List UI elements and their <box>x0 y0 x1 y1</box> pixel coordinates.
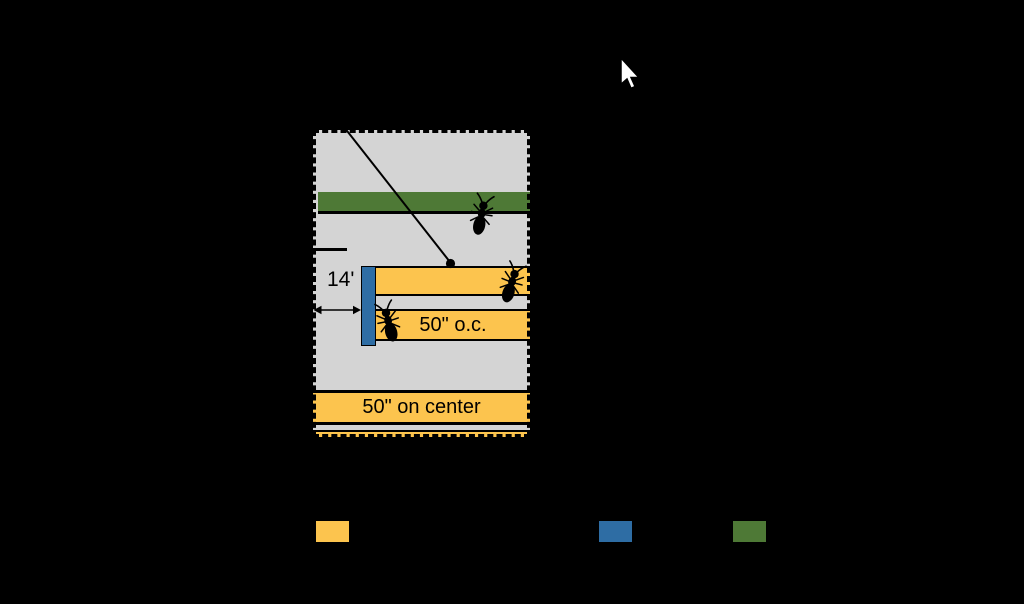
joist-middle[interactable]: 50" o.c. <box>374 309 532 341</box>
legend-swatch-green <box>733 521 766 542</box>
edge-tick-mark <box>313 248 347 251</box>
span-dimension-label: 14' <box>327 268 355 291</box>
spacing-band[interactable]: 50" on center <box>313 390 530 425</box>
joist-bottom-partial[interactable] <box>313 430 530 437</box>
legend-swatch-yellow <box>316 521 349 542</box>
ledger-blue[interactable] <box>361 266 376 346</box>
framing-plan-canvas[interactable]: 50" o.c. 14' 50" on center <box>313 130 532 437</box>
joist-top[interactable] <box>374 266 532 296</box>
legend-swatch-blue <box>599 521 632 542</box>
cursor-icon <box>620 56 641 90</box>
spacing-band-label: 50" on center <box>362 396 481 418</box>
beam-green[interactable] <box>318 192 530 214</box>
joist-spacing-label: 50" o.c. <box>419 313 487 336</box>
